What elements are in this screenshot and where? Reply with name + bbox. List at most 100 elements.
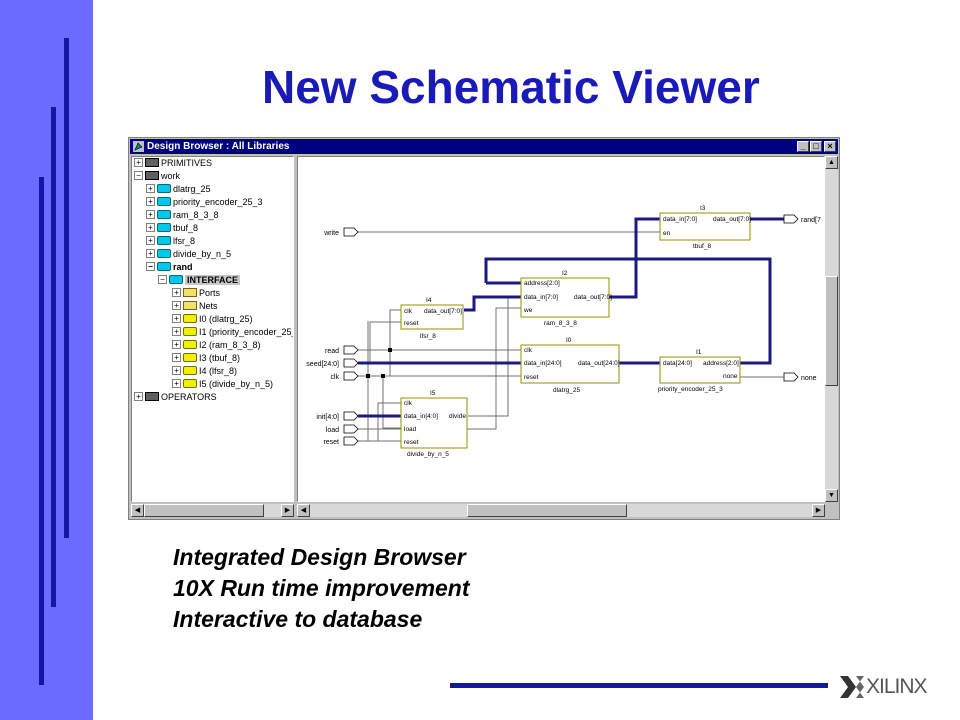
design-tree[interactable]: +PRIMITIVES −work +dlatrg_25 +priority_e… [131,156,294,502]
tree-item[interactable]: +Ports [172,287,220,300]
scroll-thumb[interactable] [467,504,627,517]
port-flag-icon[interactable] [343,424,359,434]
expand-icon[interactable]: + [134,392,143,401]
scroll-right-icon[interactable]: ▶ [812,504,825,517]
schematic-canvas[interactable]: I3 data_in[7:0] en data_out[7:0] tbuf_8 … [297,156,825,502]
scroll-thumb[interactable] [144,504,264,517]
bullet-item: Interactive to database [173,606,423,632]
port-label: rand[7 [801,217,821,224]
expand-icon[interactable]: + [146,236,155,245]
block-I2-pin: data_out[7:0] [574,294,612,301]
block-I3-name: tbuf_8 [693,243,711,250]
decor-bar-1 [64,38,69,538]
expand-icon[interactable]: + [172,327,181,336]
tree-item[interactable]: +dlatrg_25 [146,183,211,196]
scroll-thumb[interactable] [825,276,838,386]
scroll-left-icon[interactable]: ◀ [297,504,310,517]
app-icon [133,141,144,152]
tree-item[interactable]: +I3 (tbuf_8) [172,352,240,365]
tree-item[interactable]: +divide_by_n_5 [146,248,231,261]
tree-item[interactable]: +tbuf_8 [146,222,198,235]
port-flag-icon[interactable] [343,371,359,381]
collapse-icon[interactable]: − [158,275,167,284]
expand-icon[interactable]: + [172,288,181,297]
design-browser-window: Design Browser : All Libraries _ □ × +PR… [128,137,840,520]
collapse-icon[interactable]: − [146,262,155,271]
block-I5[interactable] [400,397,468,449]
expand-icon[interactable]: + [172,340,181,349]
block-I5-pin: data_in[4:0] [404,413,438,420]
tree-item[interactable]: +priority_encoder_25_3 [146,196,263,209]
block-I2-inst: I2 [562,270,568,277]
maximize-icon[interactable]: □ [810,141,822,152]
expand-icon[interactable]: + [146,184,155,193]
port-flag-icon[interactable] [343,358,359,368]
tree-item[interactable]: +I2 (ram_8_3_8) [172,339,261,352]
close-icon[interactable]: × [824,141,836,152]
block-I2[interactable] [520,277,610,318]
tree-item-selected[interactable]: −INTERFACE [158,274,241,287]
tree-item[interactable]: +I5 (divide_by_n_5) [172,378,273,391]
expand-icon[interactable]: + [134,158,143,167]
expand-icon[interactable]: + [172,366,181,375]
expand-icon[interactable]: + [172,314,181,323]
vertical-scrollbar[interactable]: ▲ ▼ [825,156,838,502]
decor-bar-2 [51,107,56,607]
minimize-icon[interactable]: _ [797,141,809,152]
port-flag-icon[interactable] [783,372,799,382]
expand-icon[interactable]: + [146,223,155,232]
port-label: write [323,230,339,237]
tree-item[interactable]: +OPERATORS [134,391,217,404]
tree-horizontal-scrollbar[interactable]: ◀ ▶ [131,504,294,517]
window-titlebar[interactable]: Design Browser : All Libraries _ □ × [130,139,838,154]
block-I5-name: divide_by_n_5 [407,451,449,458]
scroll-down-icon[interactable]: ▼ [825,489,838,502]
collapse-icon[interactable]: − [134,171,143,180]
scroll-left-icon[interactable]: ◀ [131,504,144,517]
block-I3-inst: I3 [700,205,706,212]
block-I1-pin: data[24:0] [663,360,692,367]
scroll-right-icon[interactable]: ▶ [281,504,294,517]
expand-icon[interactable]: + [172,379,181,388]
block-I3[interactable] [659,212,751,241]
port-flag-icon[interactable] [343,411,359,421]
port-flag-icon[interactable] [343,436,359,446]
instance-icon [183,379,197,388]
instance-icon [183,366,197,375]
tree-item[interactable]: +ram_8_3_8 [146,209,219,222]
expand-icon[interactable]: + [172,301,181,310]
tree-item[interactable]: +I4 (lfsr_8) [172,365,237,378]
scroll-up-icon[interactable]: ▲ [825,156,838,169]
port-flag-icon[interactable] [783,214,799,224]
port-flag-icon[interactable] [343,345,359,355]
bottom-rule [450,683,828,688]
expand-icon[interactable]: + [172,353,181,362]
tree-item[interactable]: +Nets [172,300,218,313]
expand-icon[interactable]: + [146,197,155,206]
schematic-horizontal-scrollbar[interactable]: ◀ ▶ [297,504,825,517]
port-label: read [325,348,339,355]
block-I4[interactable] [400,304,464,330]
expand-icon[interactable]: + [146,249,155,258]
cell-icon [157,262,171,271]
block-I2-pin: we [523,307,533,314]
block-I0-pin: data_in[24:0] [524,360,562,367]
schematic-svg: I3 data_in[7:0] en data_out[7:0] tbuf_8 … [306,205,821,458]
block-I4-pin: reset [404,320,419,327]
tree-item[interactable]: +I1 (priority_encoder_25_ [172,326,293,339]
tree-item[interactable]: −work [134,170,180,183]
instance-icon [183,353,197,362]
decor-bar-3 [39,177,44,685]
port-flag-icon[interactable] [343,227,359,237]
port-label: init[4:0] [316,414,339,421]
block-I1-pin: none [723,373,738,380]
tree-item[interactable]: +lfsr_8 [146,235,195,248]
tree-item[interactable]: +I0 (dlatrg_25) [172,313,253,326]
tree-item[interactable]: +PRIMITIVES [134,157,212,170]
block-I1[interactable] [659,356,741,384]
block-I2-pin: data_in[7:0] [524,294,558,301]
expand-icon[interactable]: + [146,210,155,219]
block-I0[interactable] [520,344,620,384]
tree-item[interactable]: −rand [146,261,193,274]
block-I5-pin: reset [404,439,419,446]
